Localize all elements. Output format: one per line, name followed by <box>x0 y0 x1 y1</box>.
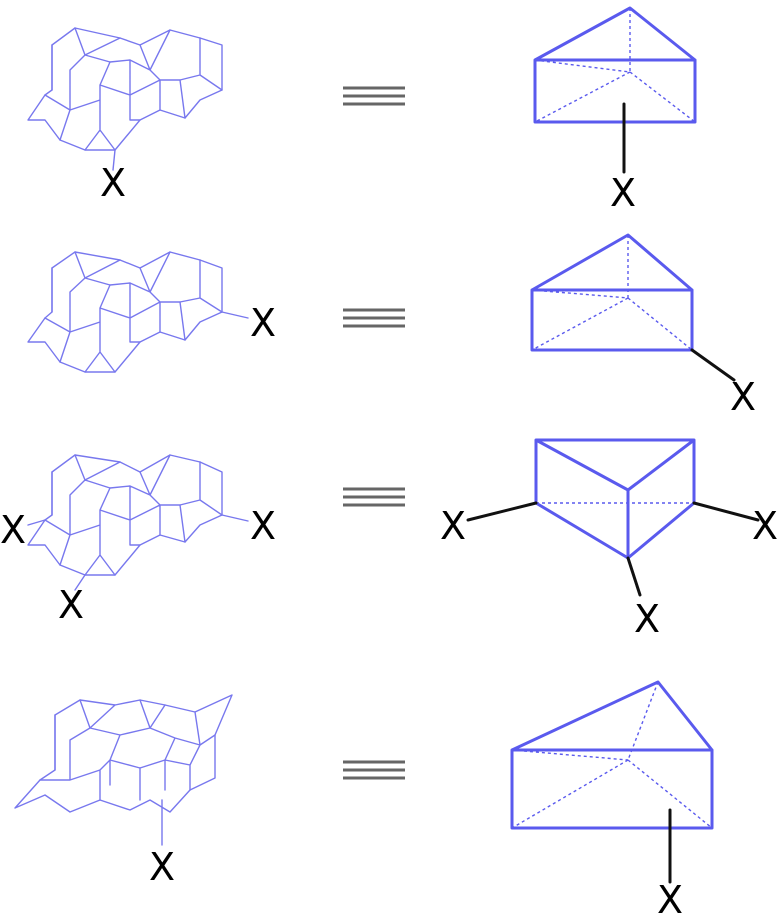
substituent-label: X <box>657 878 683 913</box>
equivalence-symbol <box>343 487 405 507</box>
substituent-label: X <box>100 161 126 205</box>
substituent-bond <box>690 348 736 382</box>
substituent-label: X <box>440 504 466 548</box>
substituent-label: X <box>730 375 756 419</box>
substituent-label: X <box>752 504 778 548</box>
substituent-label: X <box>0 508 26 552</box>
row-3-cage-structure <box>27 454 249 591</box>
substituent-label: X <box>58 583 84 627</box>
row-1-prism-structure <box>533 6 697 174</box>
equivalence-symbol <box>343 86 405 106</box>
row-2-prism-structure <box>530 233 736 382</box>
row-3-prism-structure <box>466 438 760 597</box>
row-4: X X <box>14 680 714 913</box>
substituent-label: X <box>250 504 276 548</box>
substituent-label: X <box>634 597 660 641</box>
equivalence-symbol <box>343 760 405 780</box>
row-2: X X <box>27 233 756 419</box>
substituent-bond <box>626 556 642 597</box>
substituent-bond <box>466 501 538 522</box>
row-1: X X <box>27 6 697 215</box>
row-4-cage-structure <box>14 694 233 846</box>
substituent-label: X <box>250 301 276 345</box>
row-1-cage-structure <box>27 27 223 171</box>
row-3: X X X X X X <box>0 438 778 641</box>
substituent-bond <box>692 501 760 522</box>
equivalence-symbol <box>343 308 405 328</box>
row-2-cage-structure <box>27 251 249 373</box>
substituent-label: X <box>149 845 175 889</box>
row-4-prism-structure <box>510 680 714 884</box>
substituent-label: X <box>610 171 636 215</box>
